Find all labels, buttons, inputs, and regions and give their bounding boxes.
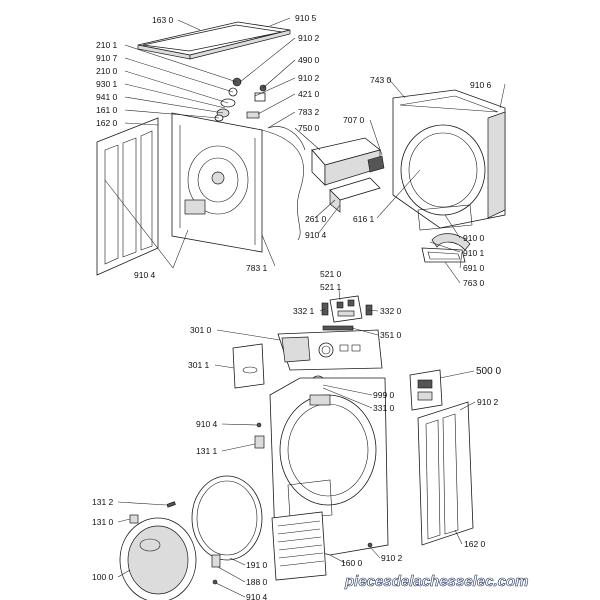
- label-910-0: 910 0: [463, 233, 485, 243]
- label-999-0: 999 0: [373, 390, 395, 400]
- label-301-1: 301 1: [188, 360, 210, 370]
- label-910-2a: 910 2: [298, 33, 320, 43]
- label-910-4b: 910 4: [305, 230, 327, 240]
- label-910-2d: 910 2: [381, 553, 403, 563]
- label-707-0: 707 0: [343, 115, 365, 125]
- top-cover-part: [137, 21, 291, 60]
- small-fittings-part: [214, 77, 267, 122]
- grille-part: [271, 511, 327, 581]
- label-331-0: 331 0: [373, 403, 395, 413]
- label-261-0: 261 0: [305, 214, 327, 224]
- filter-part: [421, 233, 471, 263]
- drawer-front-part: [232, 343, 265, 389]
- label-910-4a: 910 4: [134, 270, 156, 280]
- label-301-0: 301 0: [190, 325, 212, 335]
- connector-part: [409, 369, 443, 411]
- label-910-4d: 910 4: [246, 592, 268, 600]
- watermark-text: piecesdelachesselec.com: [344, 573, 528, 590]
- label-910-1: 910 1: [463, 248, 485, 258]
- rear-frame-part: [171, 112, 263, 253]
- label-743-0: 743 0: [370, 75, 392, 85]
- label-191-0: 191 0: [246, 560, 268, 570]
- part-labels: 163 0 910 5 210 1 910 2 910 7 490 0 210 …: [92, 13, 501, 600]
- hose-part: [261, 126, 306, 241]
- label-616-1: 616 1: [353, 214, 375, 224]
- label-162-0b: 162 0: [464, 539, 486, 549]
- control-panel-part: [277, 329, 383, 371]
- left-side-panel-part: [96, 117, 159, 276]
- label-332-0: 332 0: [380, 306, 402, 316]
- label-500-0: 500 0: [476, 366, 501, 377]
- label-910-2c: 910 2: [477, 397, 499, 407]
- label-188-0: 188 0: [246, 577, 268, 587]
- label-421-0: 421 0: [298, 89, 320, 99]
- door-part: [119, 517, 197, 600]
- label-763-0: 763 0: [463, 278, 485, 288]
- label-160-0: 160 0: [341, 558, 363, 568]
- label-783-1: 783 1: [246, 263, 268, 273]
- label-351-0: 351 0: [380, 330, 402, 340]
- label-100-0: 100 0: [92, 572, 114, 582]
- label-930-1: 930 1: [96, 79, 118, 89]
- door-seal-part: [191, 475, 263, 561]
- label-131-2: 131 2: [92, 497, 114, 507]
- label-163-0: 163 0: [152, 15, 174, 25]
- label-521-0: 521 0: [320, 269, 342, 279]
- leader-lines: [104, 17, 506, 598]
- label-521-1: 521 1: [320, 282, 342, 292]
- front-panel-part: [269, 377, 389, 556]
- label-691-0: 691 0: [463, 263, 485, 273]
- label-332-1: 332 1: [293, 306, 315, 316]
- label-941-0: 941 0: [96, 92, 118, 102]
- label-750-0: 750 0: [298, 123, 320, 133]
- label-490-0: 490 0: [298, 55, 320, 65]
- label-910-7: 910 7: [96, 53, 118, 63]
- label-910-4c: 910 4: [196, 419, 218, 429]
- label-131-1: 131 1: [196, 446, 218, 456]
- label-210-1: 210 1: [96, 40, 118, 50]
- label-162-0a: 162 0: [96, 118, 118, 128]
- electronic-board-part: [321, 295, 373, 331]
- label-910-2b: 910 2: [298, 73, 320, 83]
- label-910-6: 910 6: [470, 80, 492, 90]
- label-910-5: 910 5: [295, 13, 317, 23]
- label-210-0: 210 0: [96, 66, 118, 76]
- right-side-panel-part: [417, 401, 474, 546]
- hinge-part: [129, 422, 265, 524]
- label-783-2: 783 2: [298, 107, 320, 117]
- label-131-0: 131 0: [92, 517, 114, 527]
- front-frame-part: [392, 89, 506, 231]
- water-container-part: [311, 137, 385, 213]
- label-161-0: 161 0: [96, 105, 118, 115]
